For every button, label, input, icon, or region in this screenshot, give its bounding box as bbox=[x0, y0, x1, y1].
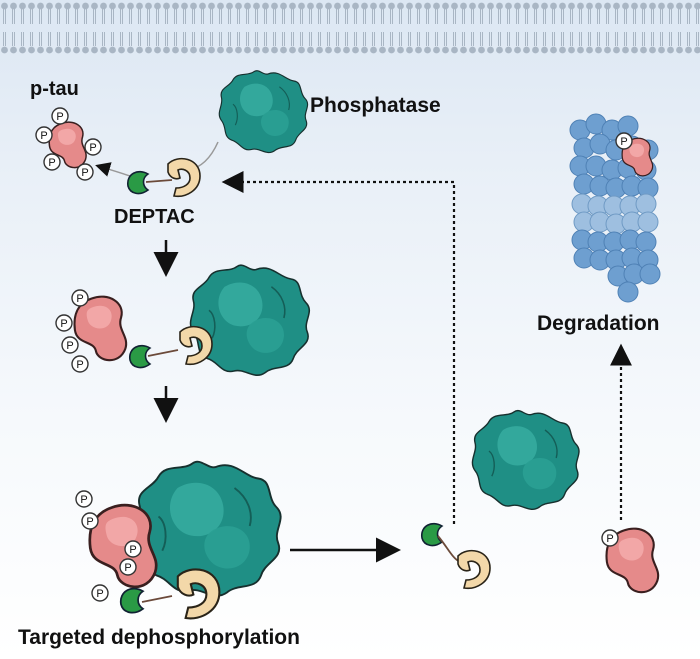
phospho-group bbox=[615, 132, 633, 150]
phosphatase-released bbox=[471, 409, 580, 511]
p-tau-bottom bbox=[88, 503, 158, 589]
label-degradation: Degradation bbox=[537, 312, 660, 335]
deptac-green-ligand bbox=[420, 522, 443, 547]
deptac-linker bbox=[437, 535, 461, 563]
deptac-green-ligand bbox=[119, 587, 144, 614]
label-targeted-dephosphorylation: Targeted dephosphorylation bbox=[18, 626, 300, 649]
label-p-tau: p-tau bbox=[30, 78, 79, 100]
deptac-linker bbox=[147, 349, 179, 357]
deptac-green-ligand bbox=[128, 344, 151, 369]
deptac-linker bbox=[145, 179, 173, 183]
label-phosphatase: Phosphatase bbox=[310, 94, 441, 117]
deptac-linker bbox=[141, 595, 173, 603]
phosphatase-top bbox=[218, 70, 309, 154]
deptac-green-ligand bbox=[126, 170, 149, 195]
proteasome bbox=[569, 113, 661, 303]
cell-membrane bbox=[0, 0, 700, 60]
phospho-group bbox=[601, 529, 619, 547]
deptac-tan-ligand bbox=[457, 549, 491, 590]
deptac-tan-ligand bbox=[176, 568, 221, 620]
phosphatase-middle bbox=[189, 264, 311, 376]
label-deptac: DEPTAC bbox=[114, 206, 195, 228]
recycle-arrow bbox=[221, 171, 456, 524]
deptac-tan-ligand bbox=[167, 157, 201, 198]
